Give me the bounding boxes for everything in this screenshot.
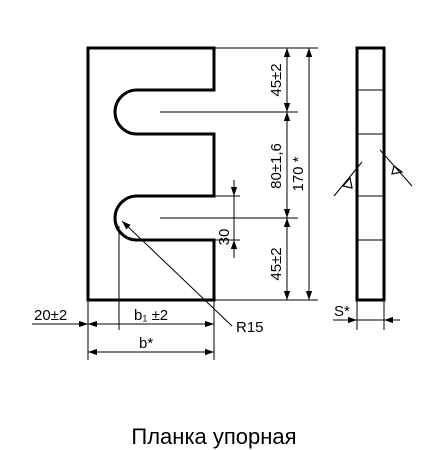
drawing-caption: Планка упорная bbox=[131, 424, 297, 449]
dim-text-20: 20±2 bbox=[34, 307, 67, 324]
dim-text-r15: R15 bbox=[236, 319, 264, 336]
dim-text-s: S* bbox=[334, 303, 350, 320]
dim-text-170: 170 * bbox=[290, 156, 307, 191]
dim-text-45-bottom: 45±2 bbox=[268, 247, 285, 280]
dim-lines-horizontal bbox=[32, 316, 400, 356]
weld-symbol-left bbox=[333, 161, 363, 197]
plate-outline bbox=[86, 46, 216, 302]
dim-text-b: b* bbox=[139, 335, 153, 352]
dim-text-b1: b₁ ±2 bbox=[134, 307, 168, 324]
side-view bbox=[333, 46, 413, 302]
radius-leader bbox=[121, 220, 233, 327]
dim-text-45-top: 45±2 bbox=[268, 63, 285, 96]
dim-text-80: 80±1,6 bbox=[268, 143, 285, 189]
dim-text-30: 30 bbox=[216, 229, 233, 246]
weld-symbol-right bbox=[379, 149, 413, 187]
dim-lines-vertical bbox=[230, 48, 313, 300]
